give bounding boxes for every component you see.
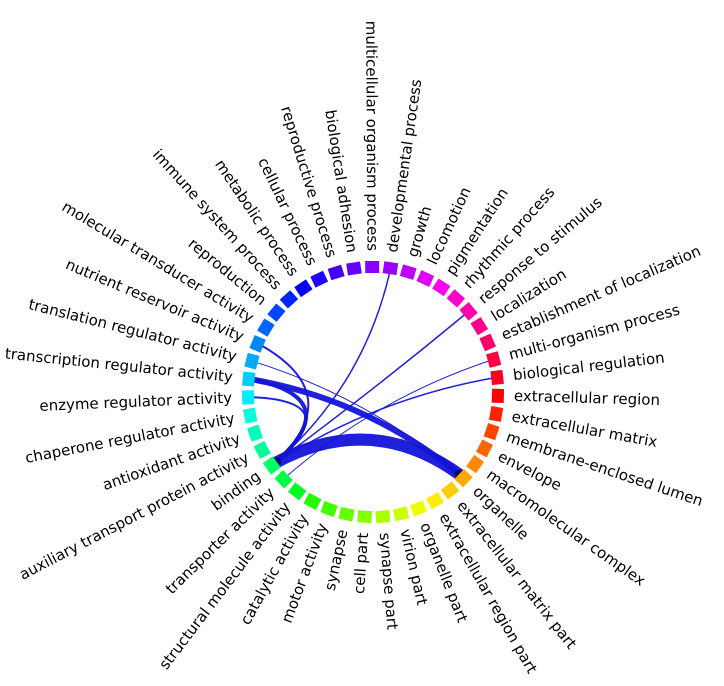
node-label: enzyme regulator activity: [39, 389, 233, 415]
node-label: cell part: [350, 532, 372, 595]
node-block: [440, 481, 460, 500]
node-block: [249, 335, 266, 353]
node-block: [320, 500, 338, 518]
node-block: [399, 264, 417, 280]
chord-link: [260, 344, 310, 464]
node-block: [310, 270, 329, 288]
node-label: extracellular region: [514, 387, 661, 409]
node-block: [327, 264, 345, 281]
node-block: [425, 491, 444, 510]
node-block: [479, 333, 496, 352]
node-block: [446, 289, 466, 308]
labels-layer: developmental processgrowthlocomotionpig…: [4, 21, 705, 677]
node-block: [287, 482, 307, 501]
node-block: [267, 303, 286, 322]
node-block: [262, 456, 281, 475]
node-block: [490, 369, 504, 386]
node-block: [357, 510, 373, 524]
node-block: [475, 439, 494, 458]
node-block: [392, 506, 410, 522]
chord-link: [249, 376, 464, 479]
chord-link: [274, 313, 467, 464]
chord-link: [255, 361, 462, 476]
chord-link: [274, 271, 391, 464]
node-block: [488, 405, 504, 422]
node-block: [257, 318, 275, 337]
node-block: [382, 261, 399, 276]
node-block: [483, 423, 500, 441]
node-block: [454, 468, 473, 488]
node-block: [294, 279, 313, 298]
node-block: [253, 440, 271, 459]
node-block: [242, 407, 258, 424]
node-block: [432, 278, 451, 297]
node-block: [303, 492, 322, 511]
node-block: [244, 352, 260, 370]
node-block: [466, 454, 485, 474]
node-block: [241, 390, 255, 405]
node-block: [338, 506, 355, 522]
nodes-layer: [241, 260, 505, 524]
node-block: [491, 388, 505, 403]
node-block: [346, 261, 362, 276]
node-block: [416, 270, 435, 287]
node-block: [365, 260, 380, 274]
chord-link: [285, 360, 491, 477]
node-block: [279, 290, 299, 309]
node-label: synapse part: [376, 532, 402, 631]
node-block: [247, 424, 263, 442]
node-label: multicellular organism process: [362, 21, 381, 252]
node-block: [375, 510, 391, 524]
node-block: [486, 351, 502, 368]
node-block: [274, 470, 293, 489]
node-block: [459, 302, 478, 321]
node-block: [242, 371, 256, 387]
node-block: [409, 500, 428, 517]
node-block: [470, 317, 489, 336]
